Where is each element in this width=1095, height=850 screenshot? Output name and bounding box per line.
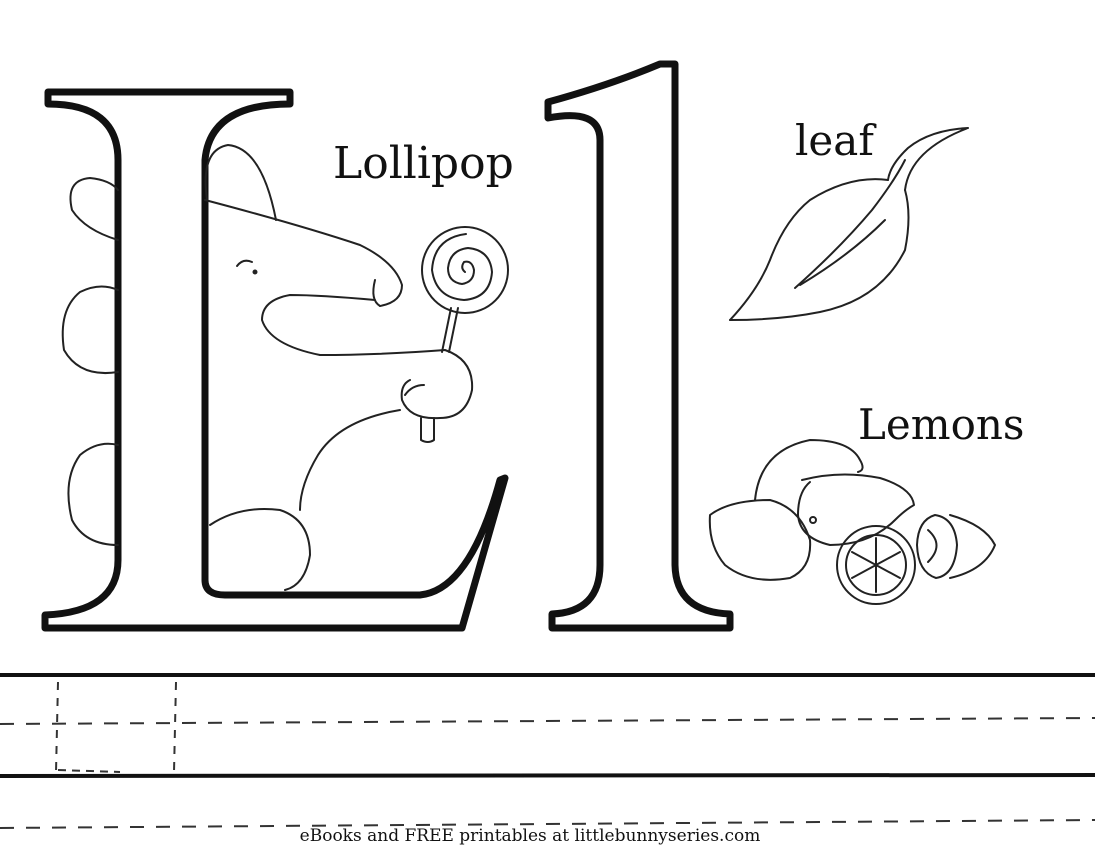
bear-with-lollipop-drawing [61,144,509,591]
leaf-drawing [729,127,969,321]
outlined-capital-l [41,88,509,632]
word-leaf: leaf [795,116,874,165]
lemons-drawing [708,439,996,605]
footer-credit: eBooks and FREE printables at littlebunn… [299,826,761,846]
outlined-lowercase-l [544,60,734,632]
word-lollipop: Lollipop [333,138,514,189]
handwriting-practice-lines [0,673,1095,829]
word-lemons: Lemons [858,400,1025,449]
